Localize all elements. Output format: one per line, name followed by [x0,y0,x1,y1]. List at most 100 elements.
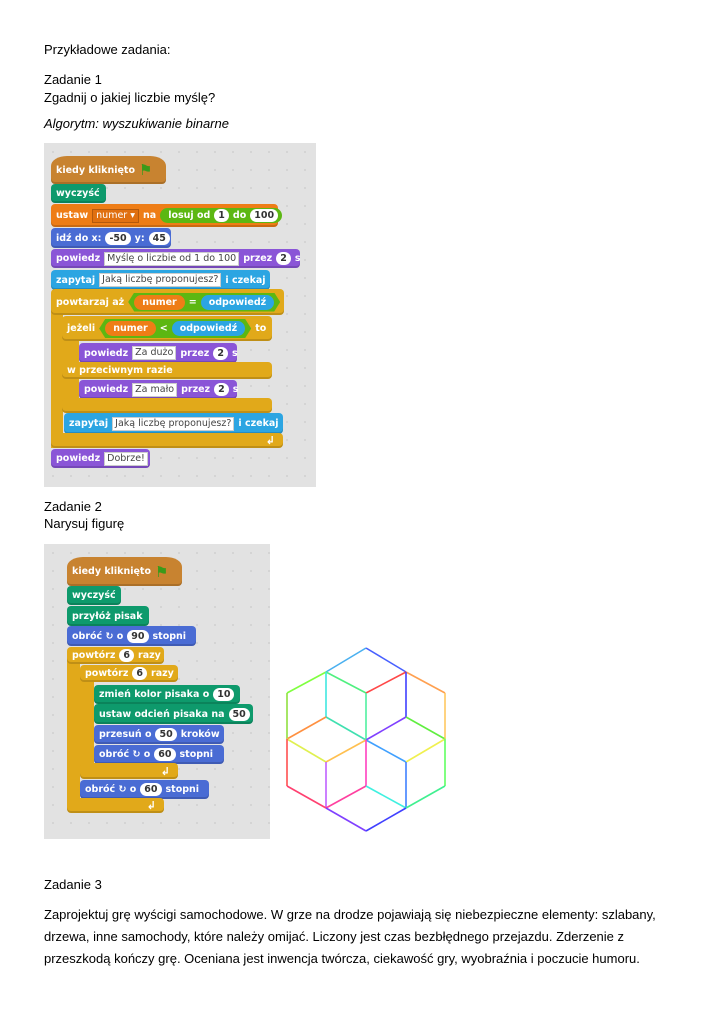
block-label: i czekaj [238,418,279,429]
figure-segment [286,716,327,740]
block-label: powiedz [56,253,101,264]
c-block-arm [51,300,63,448]
text-input[interactable]: Za mało [132,382,178,397]
figure-segment [405,716,446,740]
number-input[interactable]: 50 [228,707,250,721]
number-input[interactable]: 2 [214,383,229,396]
scratch-block-event[interactable]: kiedy kliknięto⚑ [51,156,166,184]
block-label: losuj od [168,210,211,221]
task1-title: Zadanie 1 [44,72,102,87]
text-input[interactable]: Jaką liczbę proponujesz? [99,273,222,287]
block-label: zapytaj [69,418,109,429]
number-input[interactable]: 90 [127,629,149,643]
number-input[interactable]: 2 [276,252,291,265]
block-label: i czekaj [225,274,266,286]
block-label: przez [243,253,273,264]
figure-segment [325,739,367,763]
number-input[interactable]: 6 [132,667,148,680]
figure-segment [325,671,367,694]
scratch-block-control[interactable]: ↲ [80,763,178,779]
block-label: powtórz [72,650,116,661]
hexagon-cube-figure [286,647,446,832]
block-label: razy [138,650,161,661]
number-input[interactable]: 45 [148,231,170,245]
number-input[interactable]: -50 [105,231,131,245]
scratch-block-pen[interactable]: wyczyść [67,586,121,605]
figure-segment [365,647,407,673]
number-input[interactable]: 50 [155,728,177,741]
answer-reporter: odpowiedź [201,295,274,310]
block-label: przez [180,347,210,359]
figure-segment [325,785,367,809]
scratch-block-control[interactable]: ↲ [67,798,164,813]
block-label: obróć ↻ o [99,749,151,760]
task1-subtitle: Zgadnij o jakiej liczbie myślę? [44,90,216,105]
number-input[interactable]: 10 [213,688,235,701]
number-input[interactable]: 2 [213,346,228,360]
loop-arrow-icon: ↲ [160,764,170,778]
text-input[interactable]: Dobrze! [104,451,148,466]
block-label: przyłóż pisak [72,610,143,622]
number-input[interactable]: 100 [250,209,279,222]
figure-segment [286,785,327,809]
text-input[interactable]: Myślę o liczbie od 1 do 100 [104,251,240,266]
figure-segment [365,807,407,832]
number-input[interactable]: 60 [140,783,162,796]
scratch-block-event[interactable]: kiedy kliknięto⚑ [67,557,182,586]
figure-segment [325,647,367,673]
number-input[interactable]: 1 [214,209,229,222]
block-label: kiedy kliknięto [72,566,151,577]
text-input[interactable]: Jaką liczbę proponujesz? [112,416,235,431]
scratch-block-control[interactable]: w przeciwnym razie [62,362,272,379]
block-label: przez [181,384,211,395]
answer-reporter: odpowiedź [172,321,245,336]
block-label: razy [151,668,174,679]
figure-segment [405,671,446,694]
loop-arrow-icon: ↲ [146,799,156,812]
scratch-script-2: kiedy kliknięto⚑wyczyść przyłóż pisak obró… [44,544,270,839]
figure-segment [286,671,327,694]
task2-title: Zadanie 2 [44,499,102,514]
number-input[interactable]: 60 [154,748,176,761]
task3-description: Zaprojektuj grę wyścigi samochodowe. W g… [44,907,656,966]
block-label: powtarzaj aż [56,296,125,308]
figure-segment [365,671,407,694]
text-input[interactable]: Za dużo [132,346,177,360]
block-label: powiedz [84,384,129,395]
number-input[interactable]: 6 [119,649,135,662]
block-label: kroków [180,729,220,740]
variable-dropdown[interactable]: numer ▾ [92,208,139,223]
scratch-block-pen[interactable]: wyczyść [51,184,106,203]
c-block-arm [67,655,80,805]
block-label: kiedy kliknięto [56,164,135,176]
scratch-block-pen[interactable]: przyłóż pisak [67,606,149,626]
task3-title: Zadanie 3 [44,877,102,892]
block-label: stopni [165,784,200,795]
block-label: s [231,347,238,359]
figure-segment [325,716,367,741]
condition-operator: numer=odpowiedź [128,293,280,312]
scratch-block-control[interactable] [62,398,272,413]
scratch-block-control[interactable]: ↲ [51,433,283,448]
block-label: obróć ↻ o [72,630,124,642]
figure-segment [325,807,367,832]
